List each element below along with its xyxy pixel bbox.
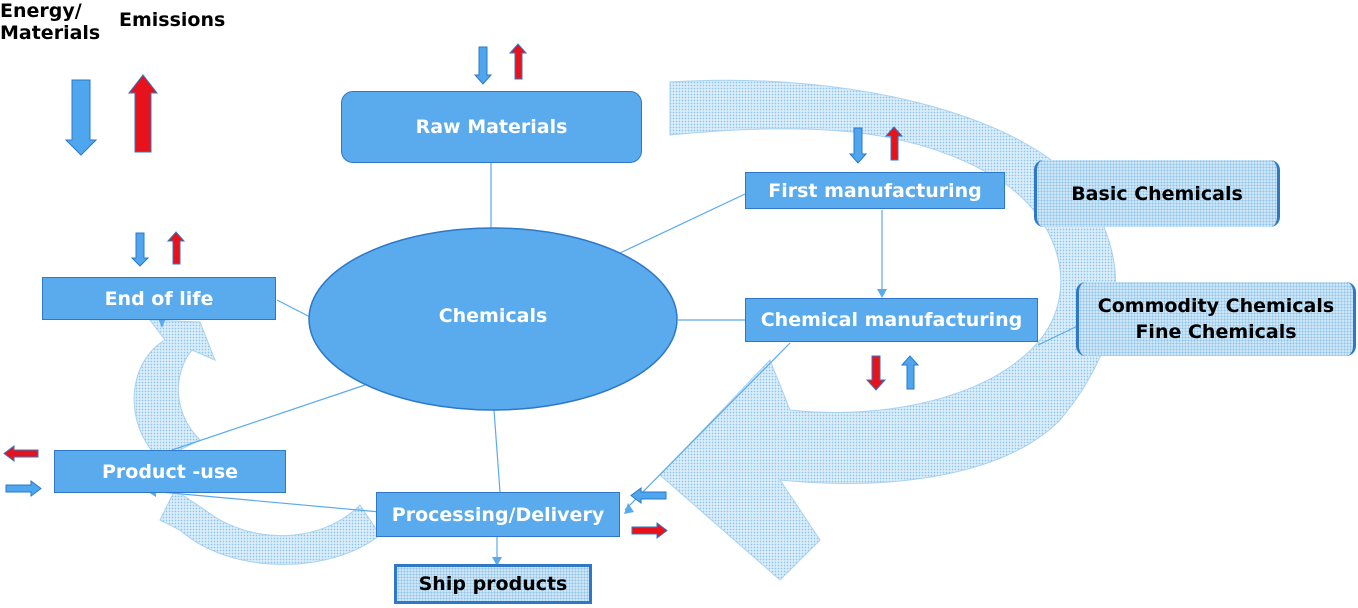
first-manufacturing-box[interactable]: First manufacturing	[745, 172, 1005, 209]
chemical-manufacturing-box[interactable]: Chemical manufacturing	[745, 298, 1038, 342]
commodity-fine-chemicals-box[interactable]: Commodity Chemicals Fine Chemicals	[1076, 282, 1356, 356]
product-use-box[interactable]: Product -use	[54, 450, 286, 493]
legend-energy-line1: Energy/	[0, 0, 82, 22]
product-use-energy-arrow-icon	[5, 480, 42, 497]
legend-energy-line2: Materials	[0, 22, 101, 44]
chemicals-label: Chemicals	[438, 305, 548, 327]
chem-mfg-emission-arrow-icon	[865, 355, 887, 391]
end-of-life-box[interactable]: End of life	[42, 277, 276, 320]
raw-materials-energy-arrow-icon	[473, 46, 493, 85]
processing-emission-arrow-icon	[631, 522, 668, 539]
eol-emission-arrow-icon	[166, 231, 186, 265]
legend-emissions-arrow-icon	[127, 74, 159, 153]
commodity-chemicals-label: Commodity Chemicals	[1097, 295, 1335, 317]
recycle-arrow-product-to-eol	[133, 319, 216, 461]
legend-emissions: Emissions	[119, 9, 226, 31]
ship-products-box[interactable]: Ship products	[394, 564, 592, 604]
recycle-arrow-processing-to-product	[159, 489, 381, 565]
fine-chemicals-label: Fine Chemicals	[1135, 321, 1297, 343]
processing-energy-arrow-icon	[630, 487, 667, 504]
chemicals-ellipse[interactable]	[308, 227, 678, 411]
first-mfg-emission-arrow-icon	[884, 126, 904, 161]
legend-energy-materials: Energy/ Materials	[0, 0, 100, 44]
legend-energy-arrow-icon	[64, 79, 98, 156]
eol-energy-arrow-icon	[130, 232, 150, 267]
product-use-emission-arrow-icon	[3, 445, 39, 462]
raw-materials-emission-arrow-icon	[508, 43, 528, 80]
basic-chemicals-box[interactable]: Basic Chemicals	[1034, 160, 1280, 227]
first-mfg-energy-arrow-icon	[848, 127, 868, 164]
processing-delivery-box[interactable]: Processing/Delivery	[376, 492, 620, 537]
raw-materials-box[interactable]: Raw Materials	[341, 91, 642, 163]
chem-mfg-energy-arrow-icon	[900, 355, 920, 390]
